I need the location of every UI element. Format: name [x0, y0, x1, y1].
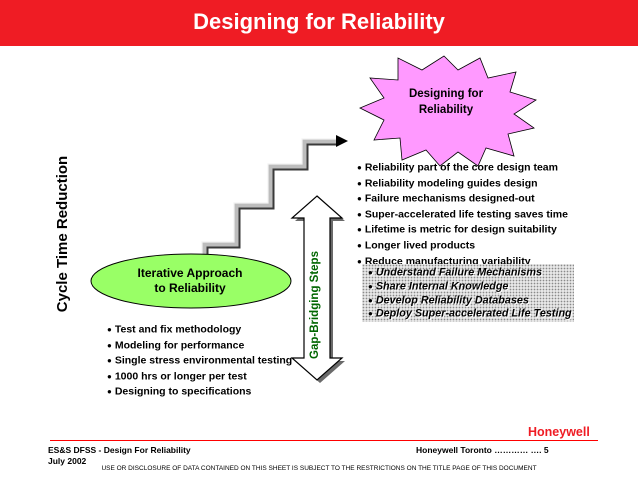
bullet-dot: ●: [357, 194, 362, 204]
honeywell-logo: Honeywell: [528, 425, 590, 439]
bullet-dot: ●: [107, 387, 112, 397]
footer-course-title: ES&S DFSS - Design For Reliability: [48, 445, 191, 455]
bullet-dot: ●: [357, 178, 362, 188]
bullet-dot: ●: [357, 240, 362, 250]
bullet-dot: ●: [368, 295, 373, 305]
list-item: ●Designing to specifications: [107, 385, 252, 398]
bullet-dot: ●: [368, 309, 373, 319]
footer-divider: [50, 440, 598, 441]
list-item: ●Understand Failure Mechanisms: [368, 266, 543, 279]
bullet-dot: ●: [357, 209, 362, 219]
iterative-approach-ellipse: [90, 253, 292, 309]
list-item: ●1000 hrs or longer per test: [107, 370, 247, 383]
list-item: ●Reduce manufacturing variability: [357, 254, 531, 267]
gap-bridging-box: [362, 264, 574, 322]
page-title: Designing for Reliability: [193, 9, 445, 34]
bullet-dot: ●: [357, 256, 362, 266]
bullet-dot: ●: [107, 325, 112, 334]
gap-bridging-arrow: [290, 195, 344, 381]
iterative-label-line2: to Reliability: [154, 281, 226, 295]
gap-bridging-list: ●Understand Failure Mechanisms ●Share In…: [368, 266, 572, 321]
burst-label: Designing for Reliability: [376, 86, 516, 118]
bullet-dot: ●: [368, 281, 373, 291]
bullet-dot: ●: [357, 225, 362, 235]
list-item: ●Reliability part of the core design tea…: [357, 161, 558, 174]
list-item: ●Modeling for performance: [107, 338, 245, 351]
list-item: ●Longer lived products: [357, 239, 476, 252]
iterative-label-line1: Iterative Approach: [137, 266, 243, 280]
bullet-dot: ●: [107, 340, 112, 350]
starburst-shape: [359, 55, 537, 167]
burst-label-line1: Designing for: [408, 88, 484, 100]
gap-bridging-label: Gap-Bridging Steps: [309, 251, 321, 359]
list-item: ●Lifetime is metric for design suitabili…: [357, 223, 557, 236]
footer-disclaimer: USE OR DISCLOSURE OF DATA CONTAINED ON T…: [101, 465, 537, 472]
iterative-label: Iterative Approach to Reliability: [100, 266, 280, 296]
design-bullet-list: ●Reliability part of the core design tea…: [357, 160, 568, 269]
staircase-arrowhead: [336, 135, 348, 147]
bullet-dot: ●: [107, 356, 112, 366]
footer-date: July 2002: [48, 456, 87, 466]
footer-left: ES&S DFSS - Design For Reliability July …: [48, 445, 191, 467]
bullet-dot: ●: [357, 163, 362, 172]
list-item: ●Reliability modeling guides design: [357, 176, 538, 189]
list-item: ●Single stress environmental testing: [107, 354, 293, 367]
list-item: ●Share Internal Knowledge: [368, 280, 509, 293]
footer-page-info: Honeywell Toronto ………… …. 5: [416, 445, 549, 455]
list-item: ●Develop Reliability Databases: [368, 294, 529, 307]
title-bar: Designing for Reliability: [0, 0, 638, 46]
iterative-bullet-list: ●Test and fix methodology ●Modeling for …: [107, 322, 292, 400]
list-item: ●Deploy Super-accelerated Life Testing: [368, 307, 572, 320]
list-item: ●Failure mechanisms designed-out: [357, 192, 535, 205]
list-item: ●Super-accelerated life testing saves ti…: [357, 208, 568, 221]
bullet-dot: ●: [368, 268, 373, 277]
burst-label-line2: Reliability: [418, 104, 474, 116]
bullet-dot: ●: [107, 371, 112, 381]
list-item: ●Test and fix methodology: [107, 323, 242, 336]
